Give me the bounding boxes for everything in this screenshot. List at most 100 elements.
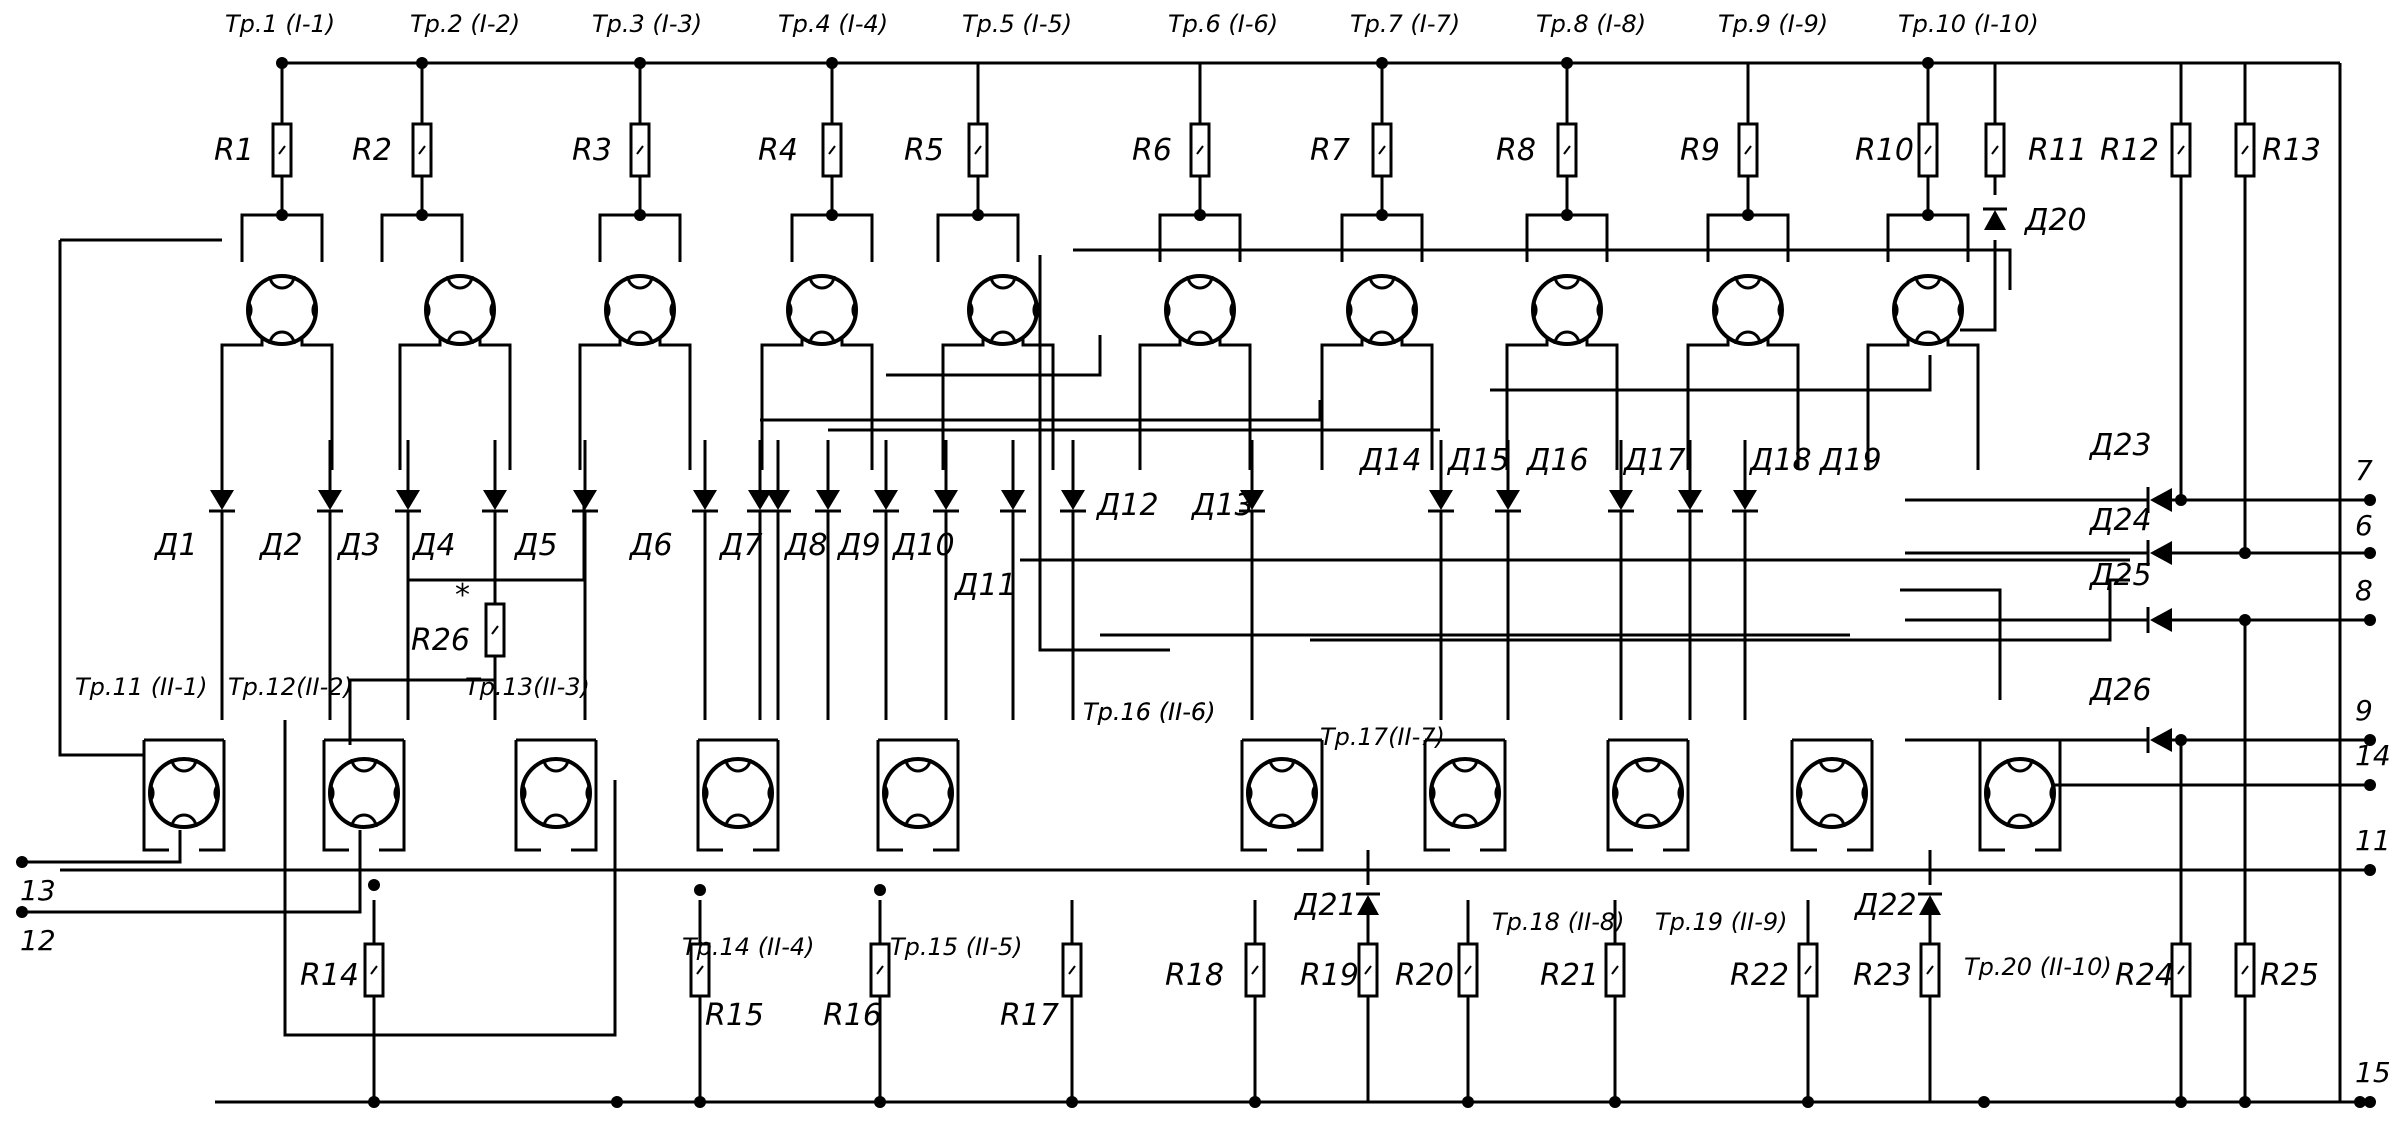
resistor-r13 — [2234, 122, 2256, 178]
resistor-r22 — [1797, 942, 1819, 998]
diode-label: Д13 — [1190, 488, 1254, 523]
diode-label: Д21 — [1293, 888, 1357, 923]
base-bridge — [936, 213, 1020, 262]
r26-to-tp12 — [348, 656, 497, 745]
terminal-label: 6 — [2355, 509, 2373, 542]
resistor-label: R23 — [1853, 958, 1912, 993]
resistor-r7 — [1371, 122, 1393, 178]
cross-line-4 — [1073, 248, 2012, 290]
diode-16 — [1493, 488, 1523, 513]
d20-lead — [1960, 240, 1997, 332]
bottom-tr-frame-right — [379, 740, 406, 852]
diode-label: Д2 — [258, 528, 303, 563]
base-bridge — [1158, 213, 1242, 262]
junction-dot — [2364, 1096, 2376, 1108]
bus-8b — [1310, 578, 2130, 642]
resistor-label: R26 — [411, 623, 470, 658]
bottom-tr-frame-left — [322, 740, 349, 852]
junction-dot — [368, 879, 380, 891]
bottom-tr-frame-right — [2035, 740, 2062, 852]
emitter-lead — [1946, 330, 1980, 470]
resistor-label: R3 — [572, 133, 612, 168]
resistor-label: R12 — [2100, 133, 2159, 168]
transistor-tp13 — [520, 757, 592, 829]
emitter-lead — [1218, 330, 1252, 470]
collector-lead — [941, 330, 985, 470]
feedback-line-left — [58, 240, 145, 757]
d4-d6-link — [408, 500, 586, 582]
bottom-tr-frame-right — [199, 740, 226, 852]
bottom-tr-frame-left — [1790, 740, 1817, 852]
terminal-label: 7 — [2355, 454, 2373, 487]
emitter-lead — [1021, 330, 1055, 470]
transistor-tp8 — [1531, 274, 1603, 346]
diode-label: Д22 — [1853, 888, 1917, 923]
bottom-tr-frame-right — [753, 740, 780, 852]
diode-label: Д18 — [1748, 443, 1812, 478]
transistor-tp7 — [1346, 274, 1418, 346]
emitter-lead — [1585, 330, 1619, 470]
emitter-lead — [658, 330, 692, 470]
resistor-r3 — [629, 122, 651, 178]
transistor-tp10 — [1892, 274, 1964, 346]
wiring — [16, 57, 2376, 1108]
transistor-title: Тр.3 (I-3) — [592, 10, 702, 38]
resistor-label: R6 — [1132, 133, 1172, 168]
resistor-r25 — [2234, 942, 2256, 998]
terminal-label: 12 — [20, 924, 56, 957]
collector-lead — [1138, 330, 1182, 470]
resistor-r18 — [1244, 942, 1266, 998]
diode-11 — [931, 488, 961, 513]
resistor-r6 — [1189, 122, 1211, 178]
transistor-tp6 — [1164, 274, 1236, 346]
resistor-label: R9 — [1680, 133, 1720, 168]
diode-3 — [393, 488, 423, 513]
bottom-tr-frame-left — [142, 740, 169, 852]
bottom-tr-frame-left — [876, 740, 903, 852]
resistor-label: R25 — [2260, 958, 2319, 993]
transistor-tp19 — [1796, 757, 1868, 829]
base-bridge — [380, 213, 464, 262]
cross-line — [1038, 255, 1170, 652]
diode-label: Д24 — [2088, 503, 2152, 538]
bottom-tr-frame-left — [696, 740, 723, 852]
resistor-label: R7 — [1310, 133, 1350, 168]
diode-label: Д15 — [1446, 443, 1510, 478]
resistor-label: R18 — [1165, 958, 1224, 993]
transistor-title: Тр.7 (I-7) — [1350, 10, 1460, 38]
base-bridge — [598, 213, 682, 262]
transistor-tp11 — [148, 757, 220, 829]
junction-dot — [874, 884, 886, 896]
junction-dot — [2364, 614, 2376, 626]
terminal-label: 13 — [20, 874, 56, 907]
transistor-title: Тр.13(II-3) — [465, 673, 590, 701]
emitter-lead — [300, 330, 334, 470]
transistor-tp15 — [882, 757, 954, 829]
diode-label: Д8 — [783, 528, 828, 563]
junction-dot — [2175, 494, 2187, 506]
transistor-title: Тр.1 (I-1) — [225, 10, 335, 38]
resistor-r23 — [1919, 942, 1941, 998]
junction-dot — [2239, 547, 2251, 559]
junction-dot — [1978, 1096, 1990, 1108]
resistor-label: R21 — [1540, 958, 1599, 993]
diode-д25 — [2146, 605, 2174, 635]
collector-lead — [1320, 330, 1364, 470]
transistor-tp5 — [967, 274, 1039, 346]
bottom-tr-frame-left — [1978, 740, 2005, 852]
bottom-tr-frame-right — [1480, 740, 1507, 852]
bottom-tr-frame-left — [1423, 740, 1450, 852]
diode-15 — [1426, 488, 1456, 513]
transistor-title: Тр.9 (I-9) — [1718, 10, 1828, 38]
diode-label: Д6 — [628, 528, 673, 563]
junction-dot — [611, 1096, 623, 1108]
transistor-title: Тр.10 (I-10) — [1898, 10, 2039, 38]
diode-label: Д25 — [2088, 558, 2152, 593]
diode-6 — [690, 488, 720, 513]
transistor-title: Тр.6 (I-6) — [1168, 10, 1278, 38]
diode-label: Д14 — [1358, 443, 1422, 478]
diode-label: Д20 — [2023, 203, 2087, 238]
resistor-label: R19 — [1300, 958, 1359, 993]
transistor-tp18 — [1612, 757, 1684, 829]
